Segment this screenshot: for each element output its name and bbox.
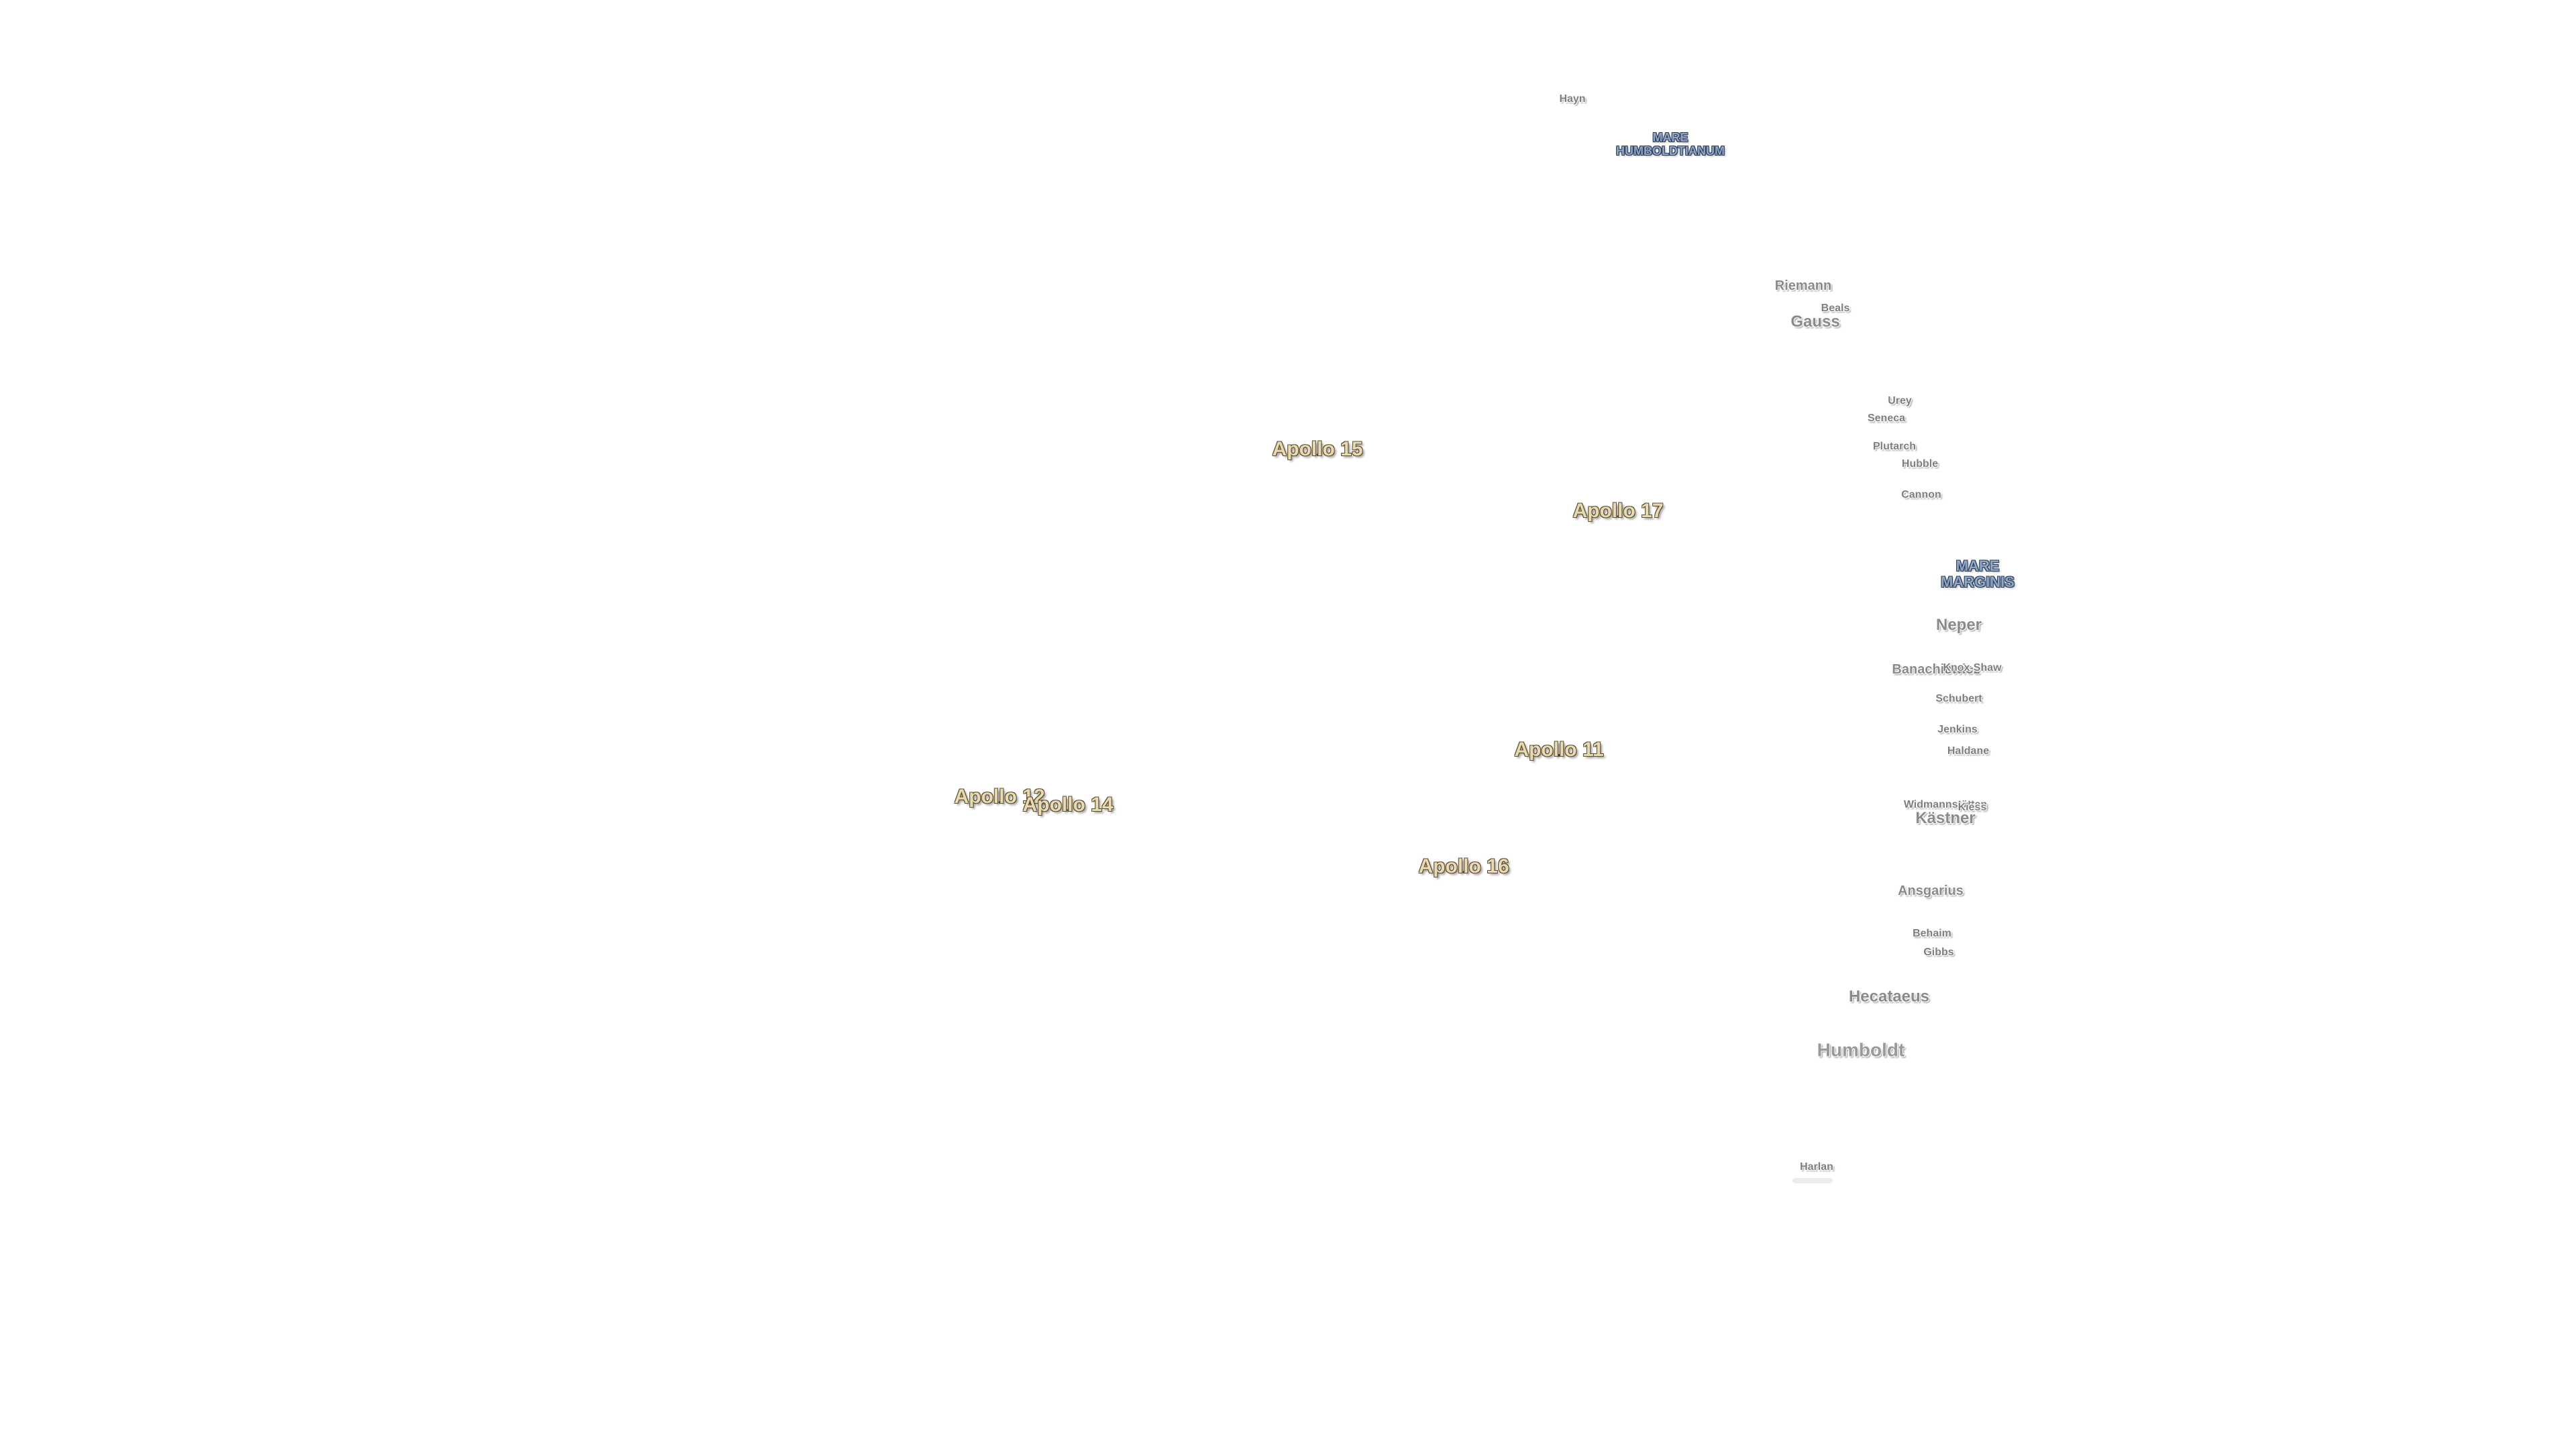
crater-label-humboldt[interactable]: Humboldt	[1817, 1039, 1905, 1061]
mare-label-line: MARE	[1955, 557, 2000, 574]
landing-site-label: Apollo 15	[1272, 438, 1363, 460]
mare-label-line: HUMBOLDTIANUM	[1616, 144, 1725, 158]
crater-label-widmannstatten[interactable]: Widmannstätten	[1903, 799, 1988, 811]
landing-site-apollo-15[interactable]: Apollo 15	[1272, 438, 1362, 460]
crater-label-behaim[interactable]: Behaim	[1913, 928, 1951, 940]
crater-label-knox-shaw[interactable]: Knox-Shaw	[1943, 662, 2002, 674]
landing-site-marker-icon	[1616, 515, 1619, 518]
crater-label-harlan[interactable]: Harlan	[1800, 1161, 1833, 1173]
crater-label-jenkins[interactable]: Jenkins	[1937, 724, 1978, 736]
crater-label-riemann[interactable]: Riemann	[1774, 278, 1832, 293]
crater-label-haldane[interactable]: Haldane	[1947, 745, 1990, 757]
mare-label-line: MARGINIS	[1941, 574, 2015, 590]
crater-label-beals[interactable]: Beals	[1821, 303, 1850, 315]
crater-label-ansgarius[interactable]: Ansgarius	[1898, 883, 1964, 898]
landing-site-label: Apollo 12	[954, 786, 1045, 808]
crater-label-hubble[interactable]: Hubble	[1901, 458, 1939, 470]
crater-label-seneca[interactable]: Seneca	[1867, 413, 1906, 425]
landing-site-marker-icon	[1462, 871, 1465, 873]
crater-label-hayn[interactable]: Hayn	[1559, 93, 1586, 105]
mare-label-line: MARE	[1652, 131, 1688, 145]
crater-label-kiess[interactable]: Kiess	[1957, 802, 1987, 814]
crater-label-cannon[interactable]: Cannon	[1901, 489, 1941, 501]
landing-site-marker-icon	[1316, 453, 1319, 456]
crater-label-urey[interactable]: Urey	[1888, 395, 1912, 407]
faint-label-smudge	[1792, 1178, 1833, 1183]
landing-site-apollo-17[interactable]: Apollo 17	[1572, 500, 1663, 522]
landing-site-marker-icon	[1557, 754, 1560, 757]
landing-site-apollo-11[interactable]: Apollo 11	[1514, 739, 1603, 761]
landing-site-label: Apollo 11	[1514, 739, 1604, 761]
landing-site-apollo-12[interactable]: Apollo 12	[954, 786, 1044, 808]
crater-label-banachiewicz[interactable]: Banachiewicz	[1892, 662, 1980, 677]
crater-label-gibbs[interactable]: Gibbs	[1923, 947, 1954, 959]
crater-label-gauss[interactable]: Gauss	[1790, 312, 1840, 331]
crater-label-plutarch[interactable]: Plutarch	[1872, 441, 1917, 453]
crater-label-neper[interactable]: Neper	[1935, 615, 1982, 634]
landing-site-marker-icon	[1066, 809, 1069, 812]
crater-label-kastner[interactable]: Kästner	[1915, 808, 1976, 827]
landing-site-label: Apollo 17	[1572, 500, 1664, 522]
landing-site-label: Apollo 16	[1418, 855, 1509, 877]
crater-label-hecataeus[interactable]: Hecataeus	[1848, 987, 1930, 1006]
landing-site-apollo-16[interactable]: Apollo 16	[1418, 855, 1509, 877]
landing-site-marker-icon	[998, 801, 1001, 804]
landing-site-apollo-14[interactable]: Apollo 14	[1022, 794, 1113, 816]
crater-label-schubert[interactable]: Schubert	[1935, 693, 1982, 705]
landing-site-label: Apollo 14	[1022, 794, 1114, 816]
